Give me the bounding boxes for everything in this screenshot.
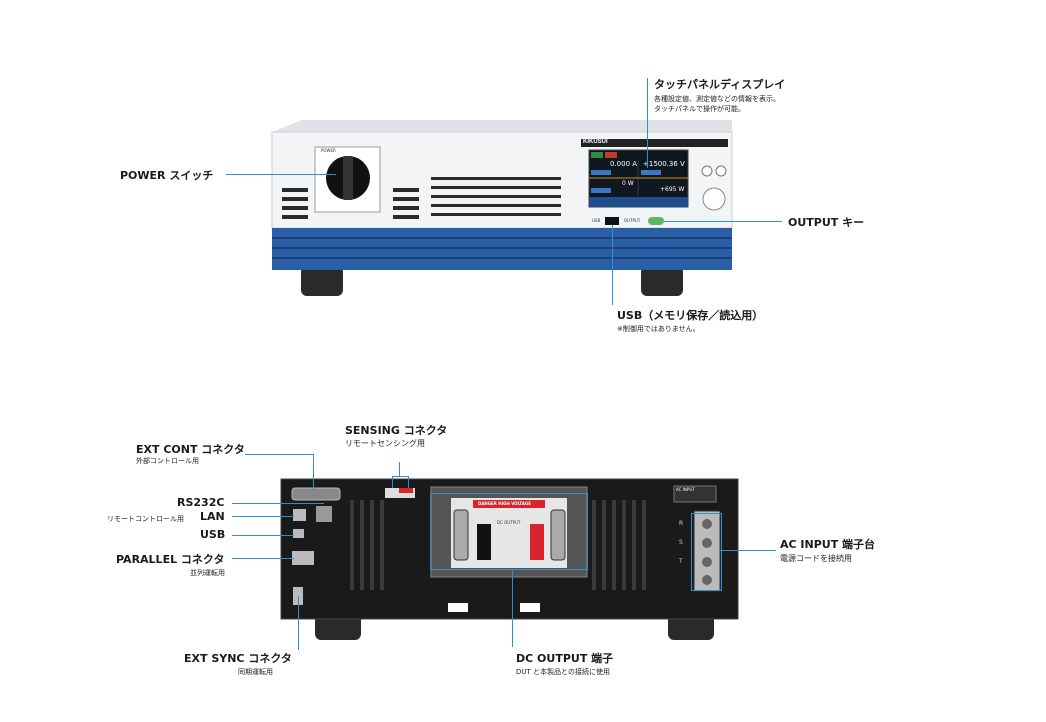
power-panel-text: POWER xyxy=(321,148,336,153)
front-top-shell xyxy=(272,120,732,132)
callout-line xyxy=(392,476,393,488)
callout-line xyxy=(298,596,299,650)
dc-output-outline xyxy=(430,569,588,570)
touch-panel-desc-2: タッチパネルで操作が可能。 xyxy=(654,105,745,113)
terminal-letter-t: T xyxy=(679,558,683,565)
lan-port[interactable] xyxy=(293,509,306,521)
terminal-letter-r: R xyxy=(679,520,684,527)
touch-panel-desc-1: 各種設定値、測定値などの情報を表示。 xyxy=(654,95,780,103)
screen-voltage-readout: +1500.36 V xyxy=(643,160,685,168)
screen-power-readout: 0 W xyxy=(622,180,634,187)
ac-input-outline xyxy=(721,513,722,590)
ext-sync-label: EXT SYNC コネクタ xyxy=(184,652,292,665)
brand-logo: KIKUSUI xyxy=(583,139,608,145)
usb-rear-label: USB xyxy=(200,528,226,541)
callout-line xyxy=(232,503,324,504)
parallel-desc: 並列運転用 xyxy=(190,569,225,577)
callout-line xyxy=(232,516,294,517)
ac-input-outline xyxy=(691,513,722,514)
power-switch-label: POWER スイッチ xyxy=(120,169,214,182)
rs232c-port[interactable] xyxy=(316,506,332,522)
callout-line xyxy=(392,476,408,477)
usb-front-label: USB（メモリ保存／読込用） xyxy=(617,309,764,322)
output-key-label: OUTPUT キー xyxy=(788,216,865,229)
remote-control-note: リモートコントロール用 xyxy=(107,515,184,523)
callout-line xyxy=(408,476,409,488)
ac-input-desc: 電源コードを接続用 xyxy=(780,554,852,563)
dc-output-negative-bus[interactable] xyxy=(477,524,491,560)
callout-line xyxy=(313,454,314,490)
parallel-connector[interactable] xyxy=(292,551,314,565)
ac-input-outline xyxy=(691,590,722,591)
lan-label: LAN xyxy=(200,510,225,523)
callout-line xyxy=(664,221,782,222)
ext-sync-desc: 同期運転用 xyxy=(238,668,273,676)
callout-line xyxy=(512,569,513,647)
ext-cont-desc: 外部コントロール用 xyxy=(136,457,199,465)
ext-cont-label: EXT CONT コネクタ xyxy=(136,443,245,456)
ac-input-outline xyxy=(691,513,692,590)
front-usb-port[interactable] xyxy=(605,217,619,225)
callout-line xyxy=(399,462,400,476)
dc-output-outline xyxy=(430,493,431,569)
rotary-knob[interactable] xyxy=(702,187,726,211)
ext-cont-connector[interactable] xyxy=(291,487,341,501)
touch-panel-title: タッチパネルディスプレイ xyxy=(654,78,786,91)
front-foot-right xyxy=(641,266,683,296)
dc-output-outline xyxy=(587,493,588,569)
danger-label xyxy=(473,500,545,508)
screen-current-readout: 0.000 A xyxy=(610,160,638,168)
dc-output-desc: DUT と本製品との接続に使用 xyxy=(516,668,610,676)
sensing-label: SENSING コネクタ xyxy=(345,424,448,437)
callout-line xyxy=(232,558,294,559)
front-usb-text: USB xyxy=(592,218,601,223)
sensing-desc: リモートセンシング用 xyxy=(345,439,425,448)
callout-line xyxy=(245,454,313,455)
callout-line xyxy=(226,174,336,175)
rear-usb-port[interactable] xyxy=(293,529,304,538)
callout-line xyxy=(647,78,648,168)
usb-front-desc: ※制御用ではありません。 xyxy=(617,325,700,333)
dc-output-positive-bus[interactable] xyxy=(530,524,544,560)
output-key-text: OUTPUT xyxy=(624,218,641,223)
danger-label-text: DANGER HIGH VOLTAGE xyxy=(478,501,531,506)
terminal-letter-s: S xyxy=(679,539,683,546)
screen-power-set: +695 W xyxy=(660,186,685,193)
dc-output-label: DC OUTPUT 端子 xyxy=(516,652,614,665)
callout-line xyxy=(232,535,294,536)
callout-line xyxy=(612,225,613,305)
dc-output-outline xyxy=(430,493,588,494)
output-key[interactable] xyxy=(648,217,664,225)
rs232c-label: RS232C xyxy=(177,496,225,509)
ac-input-panel-text: AC INPUT xyxy=(676,487,695,492)
front-foot-left xyxy=(301,266,343,296)
ac-input-label: AC INPUT 端子台 xyxy=(780,538,876,551)
parallel-label: PARALLEL コネクタ xyxy=(116,553,225,566)
callout-line xyxy=(720,550,776,551)
dc-output-panel-text: DC OUTPUT xyxy=(497,520,521,525)
